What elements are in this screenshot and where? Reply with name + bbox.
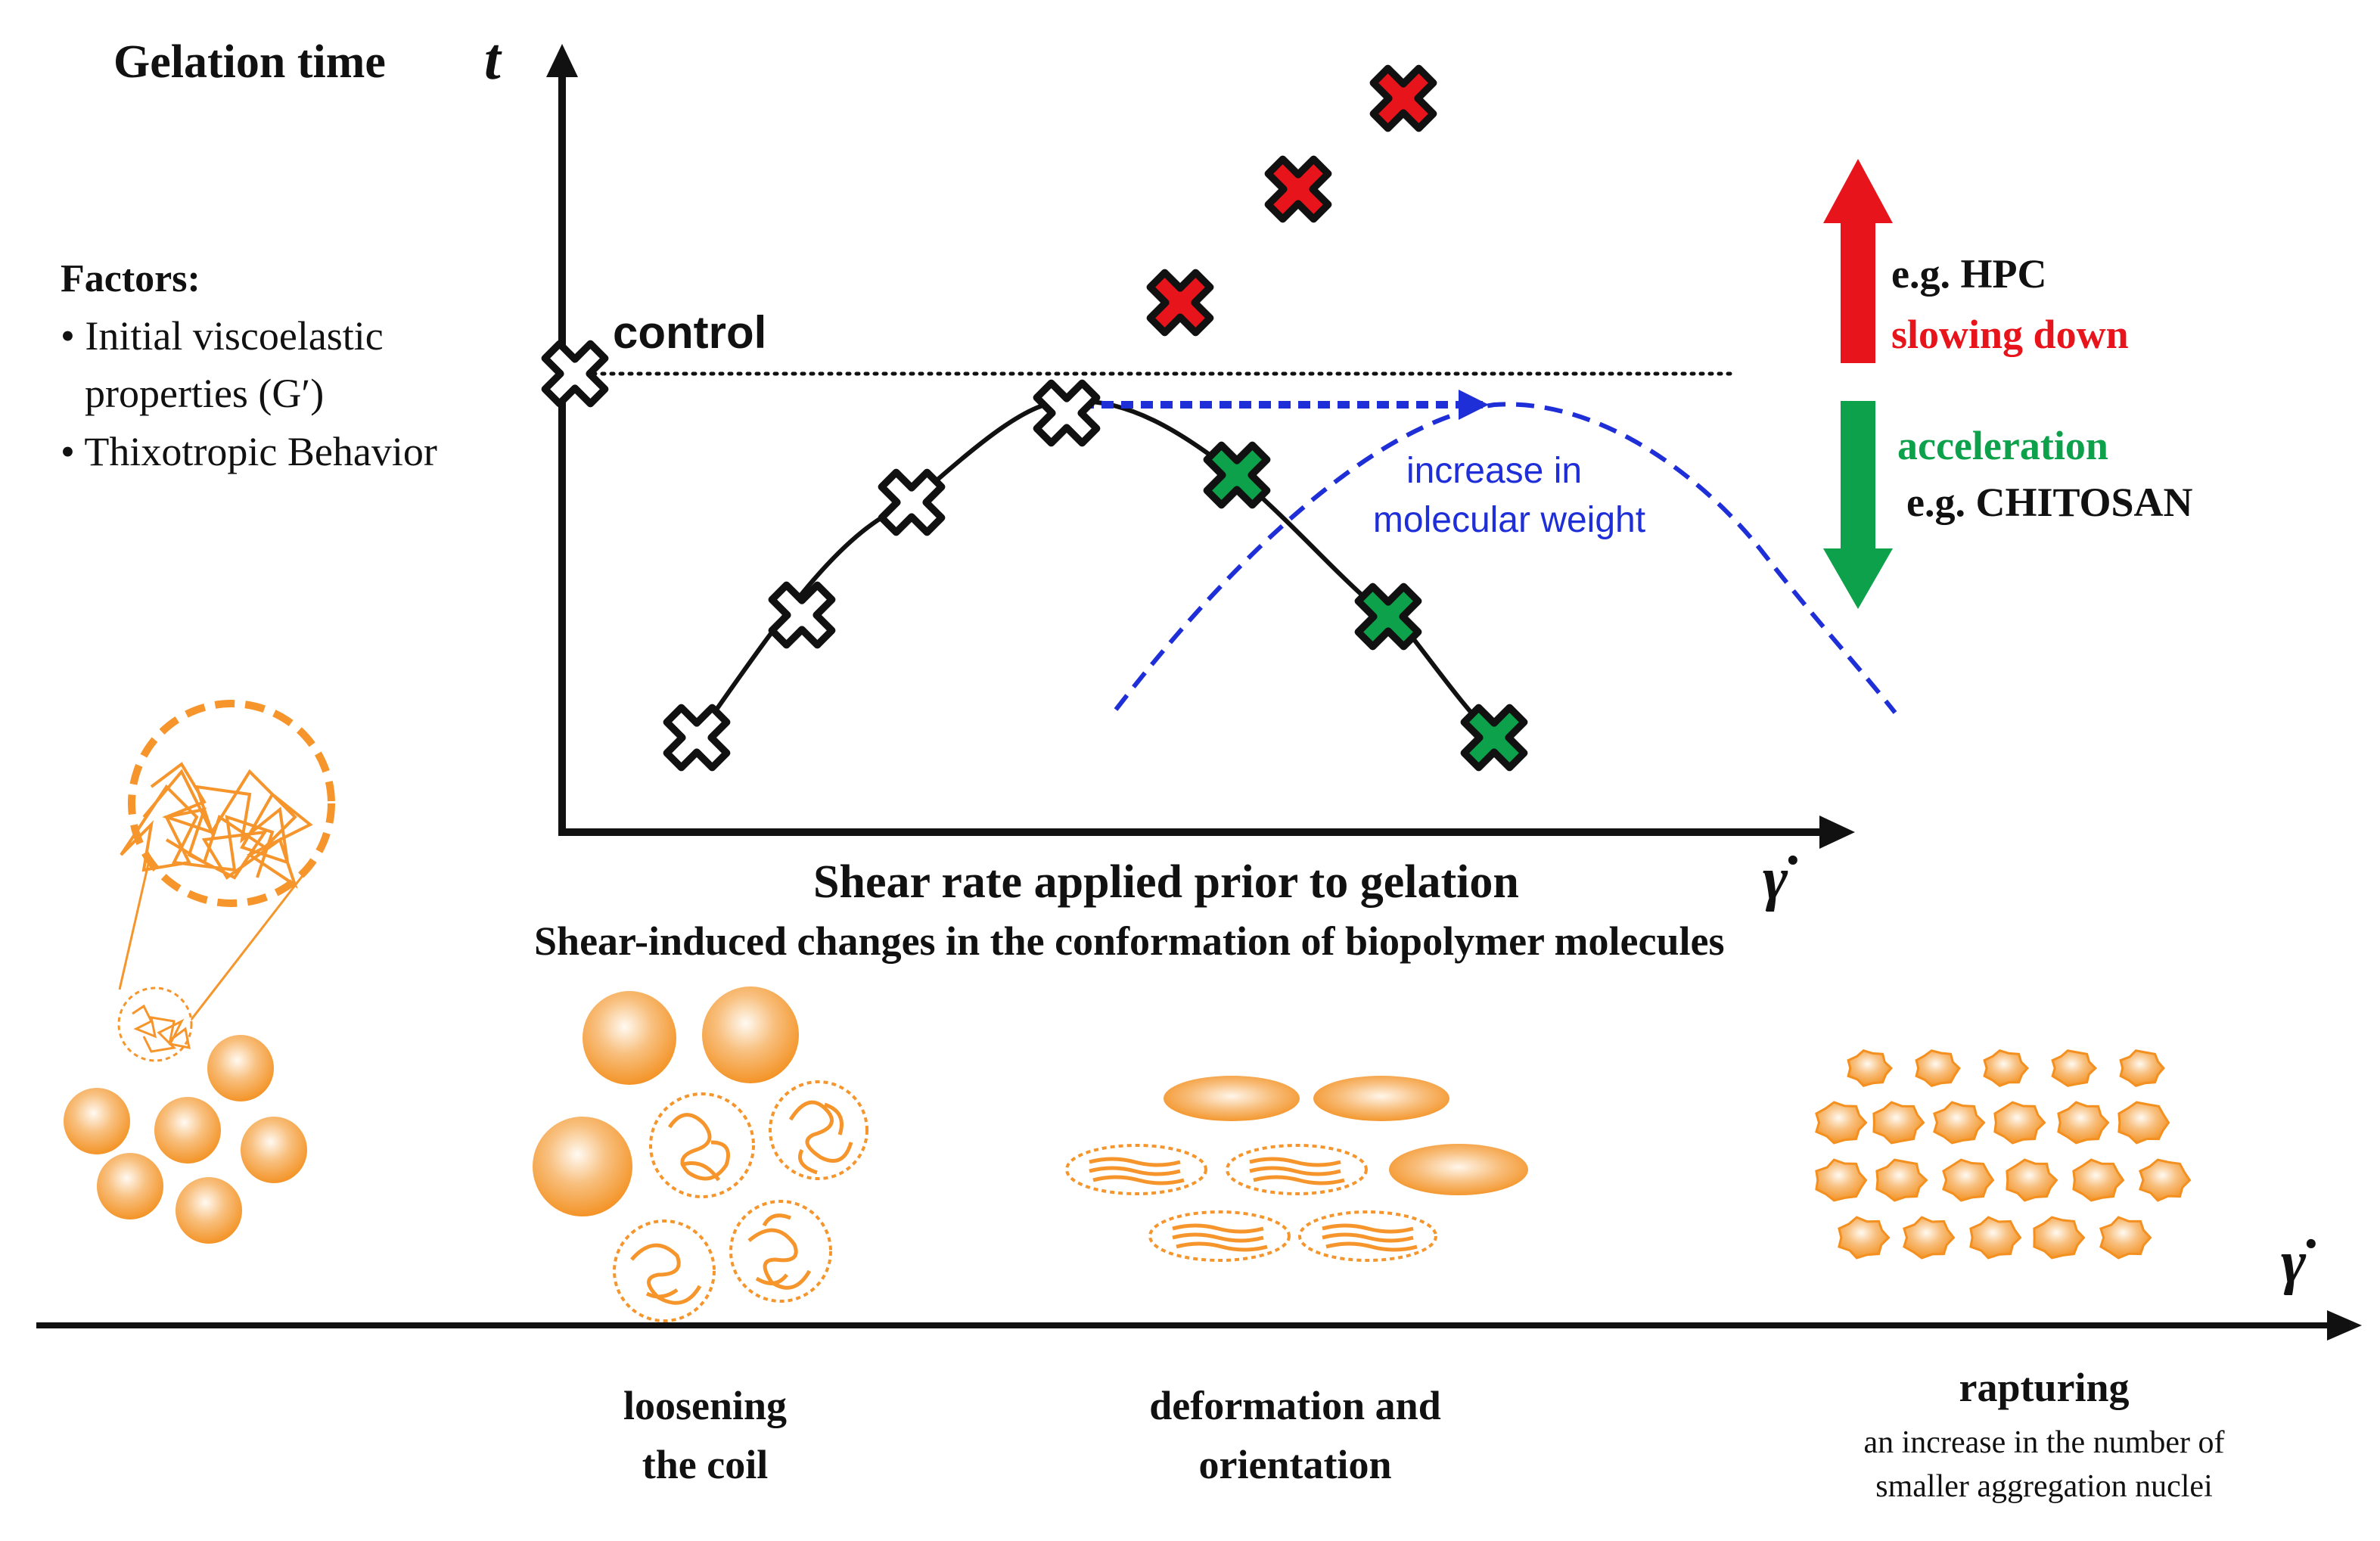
ellipse	[1313, 1076, 1449, 1121]
ball	[583, 991, 676, 1085]
stage2-label-2: orientation	[1199, 1442, 1392, 1487]
small-coil-tangle	[132, 1004, 191, 1053]
fragment	[1983, 1049, 2029, 1087]
marker-red-3	[1373, 68, 1433, 128]
fragment	[2099, 1216, 2152, 1260]
small-coil-circle	[117, 986, 193, 1062]
down-arrow-icon	[1823, 548, 1893, 609]
factor-2: • Thixotropic Behavior	[61, 429, 437, 474]
fragment	[1969, 1216, 2022, 1260]
ball	[702, 986, 799, 1083]
down-label-1: acceleration	[1897, 423, 2108, 468]
fragment	[1933, 1101, 1986, 1145]
factor-1-line2: properties (G′)	[85, 371, 324, 416]
ellipse	[1164, 1076, 1300, 1121]
marker-red-1	[1150, 272, 1210, 332]
coil-tangle	[120, 762, 313, 889]
stage3-label-1: an increase in the number of	[1864, 1425, 2225, 1460]
ball	[176, 1177, 242, 1244]
control-label: control	[613, 307, 766, 358]
stage3-fragments	[1815, 1049, 2192, 1260]
zoom-line-left	[118, 863, 150, 990]
gelation-curve	[694, 398, 1496, 740]
coil-zoom-illustration	[117, 700, 335, 1062]
marker-green-2	[1358, 586, 1418, 646]
fragment	[1815, 1158, 1868, 1202]
green-markers	[1207, 445, 1524, 767]
annotation-line1: increase in	[1406, 451, 1582, 491]
fragment	[2072, 1158, 2125, 1202]
stage3-label-2: smaller aggregation nuclei	[1875, 1469, 2213, 1504]
ball	[154, 1097, 221, 1164]
y-axis-label: Gelation time	[113, 36, 386, 88]
up-label-2: slowing down	[1891, 312, 2129, 357]
ball	[241, 1117, 307, 1183]
ball	[64, 1088, 130, 1154]
y-axis-symbol: t	[484, 26, 502, 92]
fragment	[1815, 1101, 1868, 1145]
stage0-balls	[64, 1035, 307, 1244]
marker-white-4	[1036, 383, 1096, 443]
fragment	[2051, 1049, 2098, 1087]
chart-axes	[546, 44, 1855, 849]
fragment	[1872, 1101, 1925, 1145]
fragment	[1942, 1158, 1995, 1202]
fragment	[2033, 1216, 2086, 1260]
factors-title: Factors:	[61, 257, 200, 300]
ball	[207, 1035, 274, 1101]
stage2-label-1: deformation and	[1149, 1383, 1441, 1428]
fragment	[2057, 1101, 2110, 1145]
marker-red-2	[1268, 159, 1328, 219]
legend-up: e.g. HPC slowing down	[1823, 159, 2129, 363]
stage1-label-1: loosening	[623, 1383, 787, 1428]
shifted-curve	[1114, 402, 1897, 714]
fragment	[1847, 1049, 1893, 1087]
up-arrow-shaft	[1841, 219, 1875, 363]
bottom-axis-arrowhead	[2327, 1310, 2362, 1341]
stage1-label-2: the coil	[642, 1442, 768, 1487]
down-label-2: e.g. CHITOSAN	[1906, 480, 2193, 525]
factor-1-line1: • Initial viscoelastic	[61, 313, 384, 359]
stage2-illustration	[1065, 1076, 1528, 1262]
annotation-line2: molecular weight	[1373, 500, 1645, 540]
down-arrow-shaft	[1841, 401, 1875, 552]
x-axis-label: Shear rate applied prior to gelation	[813, 856, 1519, 908]
ball	[533, 1117, 632, 1216]
zoom-line-right	[186, 863, 313, 1025]
fragment	[2119, 1049, 2165, 1087]
fragment	[2006, 1158, 2058, 1202]
x-axis-symbol: γ̇	[1763, 846, 1797, 912]
marker-green-1	[1207, 445, 1266, 505]
stage1-illustration	[533, 986, 868, 1322]
white-markers	[545, 343, 1096, 767]
oriented-chains	[1065, 1144, 1437, 1262]
ellipse	[1389, 1144, 1528, 1195]
marker-white-1	[666, 707, 726, 767]
y-axis-arrowhead	[546, 44, 578, 77]
fragment	[1875, 1158, 1928, 1202]
legend-down: acceleration e.g. CHITOSAN	[1823, 401, 2193, 609]
loose-coils	[613, 1080, 868, 1322]
stage3-title: rapturing	[1959, 1365, 2129, 1410]
marker-green-3	[1464, 707, 1524, 767]
lower-subtitle: Shear-induced changes in the conformatio…	[534, 918, 1724, 964]
fragment	[1993, 1101, 2046, 1145]
up-label-1: e.g. HPC	[1891, 251, 2046, 297]
bottom-axis-symbol: γ̇	[2281, 1229, 2316, 1296]
factors-box: Factors: • Initial viscoelastic properti…	[61, 257, 437, 474]
fragment	[2117, 1101, 2170, 1145]
x-axis-arrowhead	[1819, 816, 1855, 849]
red-markers	[1150, 68, 1433, 332]
fragment	[1838, 1216, 1891, 1260]
up-arrow-icon	[1823, 159, 1893, 223]
fragment	[1903, 1216, 1956, 1260]
marker-white-3	[881, 472, 941, 532]
fragment	[1915, 1049, 1961, 1087]
fragment	[2139, 1158, 2192, 1202]
ball	[97, 1153, 163, 1219]
